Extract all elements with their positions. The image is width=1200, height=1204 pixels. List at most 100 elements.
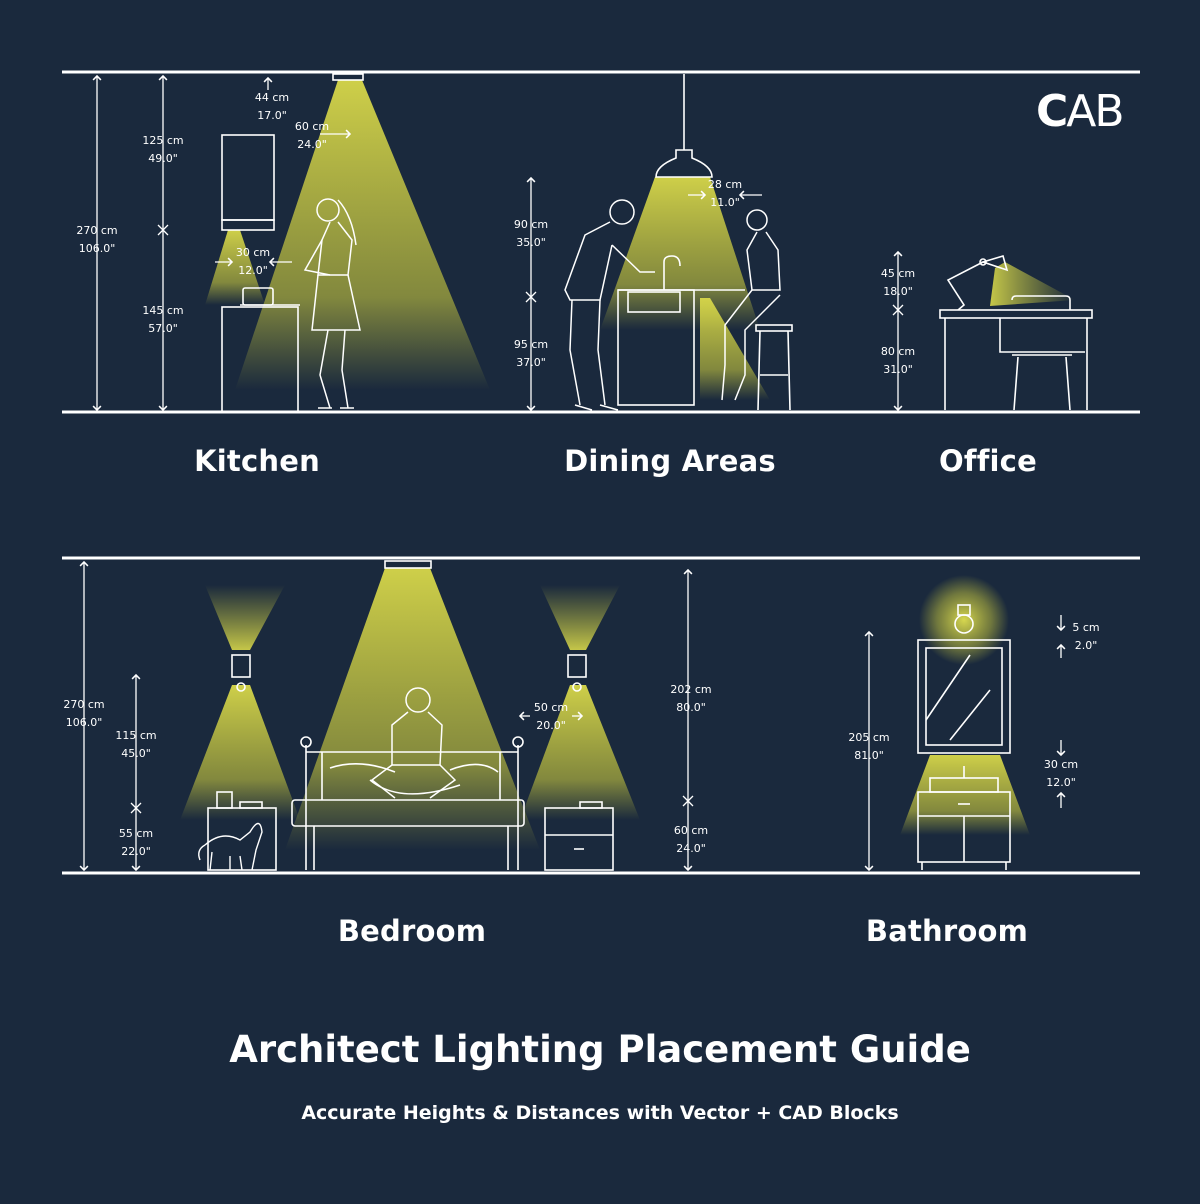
office-lamp-head [980,255,1009,272]
bedroom-right-sconce [567,654,587,678]
dining-upper-cm: 90 cm [514,218,548,231]
bedroom-light-beams [180,568,640,850]
faucet [663,255,681,290]
office-desk-in: 31.0" [883,363,913,376]
bedroom-total-cm: 270 cm [63,698,104,711]
bathroom-dimension-labels: 205 cm 81.0" 5 cm 2.0" 30 cm 12.0" [848,621,1099,789]
dining-dimension-labels: 90 cm 35.0" 95 cm 37.0" 28 cm 11.0" [514,178,742,369]
dining-dimensions [525,176,762,412]
bedroom-left-down-beam [180,685,300,820]
logo-light: AB [1066,86,1124,137]
kitchen-lower-cm: 145 cm [142,304,183,317]
dining-upper-in: 35.0" [516,236,546,249]
kitchen-undercab-beam [205,230,265,305]
bedroom-left-up-beam [205,585,285,650]
office-lamp-arm [946,261,984,311]
dining-lower-cm: 95 cm [514,338,548,351]
kitchen-woman [303,198,361,409]
bath-top-cm: 5 cm [1072,621,1099,634]
kitchen-undercab-in: 12.0" [238,264,268,277]
dining-lower-in: 37.0" [516,356,546,369]
kitchen-fixture-cm: 44 cm [255,91,289,104]
cab-logo: CAB [1036,86,1125,137]
office-scene [939,255,1093,411]
kitchen-ceiling-beam [235,80,490,390]
kitchen-upper-cabinet [221,134,275,221]
bathroom-dimensions [864,615,1066,872]
bedroom-right-down-beam [520,685,640,820]
bedroom-left-sconce [231,654,251,678]
office-light-beams [990,262,1075,306]
dining-counter-beam [700,298,770,400]
bathroom-vanity-beam [900,755,1030,835]
top-row-lines [62,70,1140,414]
bottom-row-lines [62,556,1140,875]
room-title-bathroom: Bathroom [865,914,1029,948]
bed-headboard [306,751,518,800]
room-title-dining: Dining Areas [564,444,776,478]
kitchen-total-cm: 270 cm [76,224,117,237]
bedroom-upper-in: 80.0" [676,701,706,714]
bedroom-dimensions [79,560,694,872]
bath-total-cm: 205 cm [848,731,889,744]
bed-posts [305,745,519,870]
bedroom-mug [216,791,233,809]
kitchen-upper-cm: 125 cm [142,134,183,147]
dining-scene [564,74,793,411]
bedroom-right-up-beam [540,585,620,650]
dining-girl [721,209,781,401]
office-laptop [1011,295,1071,310]
bedroom-lower-in: 24.0" [676,842,706,855]
dining-man [564,199,655,411]
dining-pendant-in: 11.0" [710,196,740,209]
room-title-office: Office [939,444,1037,478]
bedroom-offset-cm: 50 cm [534,701,568,714]
bath-vanity-cm: 30 cm [1044,758,1078,771]
kitchen-offset-in: 24.0" [297,138,327,151]
bedroom-woman [369,687,461,799]
kitchen-scene [221,73,364,413]
bedroom-upper-cm: 202 cm [670,683,711,696]
bedroom-lower-cm: 60 cm [674,824,708,837]
office-dimensions [892,250,904,412]
kitchen-upper-in: 49.0" [148,152,178,165]
room-title-kitchen: Kitchen [194,444,320,478]
kitchen-dimension-labels: 270 cm 106.0" 125 cm 49.0" 145 cm 57.0" … [76,91,329,335]
bath-total-in: 81.0" [854,749,884,762]
kitchen-offset-cm: 60 cm [295,120,329,133]
kitchen-lower-in: 57.0" [148,322,178,335]
bedroom-right-nightstand [544,807,614,871]
office-chair [1012,354,1072,411]
bedroom-dimension-labels: 270 cm 106.0" 115 cm 45.0" 55 cm 22.0" 5… [63,683,711,858]
bedroom-nightstand-cm: 55 cm [119,827,153,840]
kitchen-dimensions [92,74,352,412]
kitchen-undercab-cm: 30 cm [236,246,270,259]
bar-stool-seat [755,324,793,332]
bedroom-ceiling-fixture [384,560,432,569]
dining-pendant-cm: 28 cm [708,178,742,191]
bathroom-light-beams [900,575,1030,835]
office-desk-cm: 80 cm [881,345,915,358]
office-desk-top [939,309,1093,319]
bedroom-total-in: 106.0" [66,716,103,729]
bathroom-scene [917,604,1011,870]
bathroom-wall-glow [919,575,1009,665]
office-lamp-cm: 45 cm [881,267,915,280]
office-lamp-beam [990,262,1075,306]
bathroom-mirror [917,639,1011,754]
kitchen-total-in: 106.0" [79,242,116,255]
bedroom-scene [198,560,614,871]
bed-mattress [291,799,525,827]
bedroom-ceiling-beam [285,568,540,850]
office-lamp-in: 18.0" [883,285,913,298]
bedroom-offset-in: 20.0" [536,719,566,732]
bedroom-sconce-cm: 115 cm [115,729,156,742]
page-title: Architect Lighting Placement Guide [229,1028,971,1071]
bedroom-sconce-in: 45.0" [121,747,151,760]
bath-vanity-in: 12.0" [1046,776,1076,789]
kitchen-ceiling-fixture [332,73,364,81]
pendant-lamp [655,149,713,178]
kitchen-cabinet-base [221,219,275,231]
